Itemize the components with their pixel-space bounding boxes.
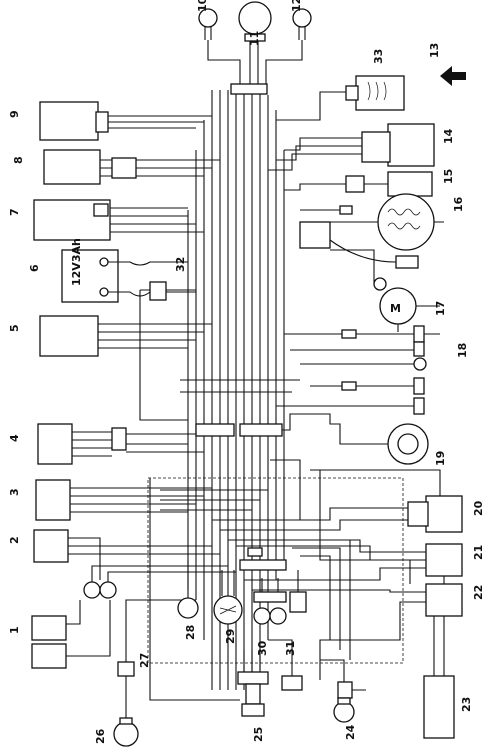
label-30: 30 bbox=[256, 640, 269, 656]
component-15 bbox=[284, 171, 433, 197]
connector-4 bbox=[111, 427, 127, 451]
arrow-13 bbox=[440, 66, 466, 86]
connector-lower bbox=[239, 559, 287, 571]
label-3: 3 bbox=[8, 488, 21, 496]
label-27: 27 bbox=[138, 653, 151, 668]
label-11: 11 bbox=[248, 31, 261, 46]
label-33: 33 bbox=[372, 49, 385, 64]
turn-signal-bulbs-left bbox=[83, 565, 236, 599]
main-harness bbox=[187, 90, 285, 690]
connector-25-side bbox=[268, 639, 303, 691]
label-31: 31 bbox=[284, 641, 297, 656]
label-18: 18 bbox=[456, 343, 469, 358]
label-22: 22 bbox=[472, 585, 485, 600]
label-14: 14 bbox=[442, 128, 455, 144]
component-30 bbox=[253, 578, 287, 625]
component-1 bbox=[31, 600, 111, 669]
lamp-12 bbox=[265, 8, 312, 84]
connector-27 bbox=[117, 599, 196, 700]
label-20: 20 bbox=[472, 500, 485, 516]
label-7: 7 bbox=[8, 208, 21, 216]
component-25 bbox=[237, 650, 269, 717]
lamp-28 bbox=[177, 560, 199, 619]
connector-right-block bbox=[299, 221, 331, 249]
starter-motor-17: M bbox=[330, 249, 440, 332]
component-9 bbox=[39, 101, 212, 141]
lamp-26 bbox=[113, 700, 139, 747]
component-numbers: 10 11 12 13 33 14 15 16 17 18 19 20 21 2… bbox=[8, 0, 485, 744]
resistor-row-3 bbox=[276, 397, 425, 415]
label-9: 9 bbox=[8, 110, 21, 118]
component-32 bbox=[140, 281, 196, 301]
label-1: 1 bbox=[8, 626, 21, 634]
wire-regulator bbox=[329, 239, 397, 263]
label-10: 10 bbox=[196, 0, 209, 12]
component-14 bbox=[268, 123, 435, 171]
component-29 bbox=[213, 570, 243, 625]
label-24: 24 bbox=[344, 724, 357, 740]
horn-19 bbox=[282, 413, 429, 465]
component-20 bbox=[212, 495, 463, 533]
component-18 bbox=[290, 341, 427, 395]
connector-middle-left bbox=[195, 423, 235, 437]
label-19: 19 bbox=[434, 451, 447, 466]
resistor-lower bbox=[247, 547, 263, 557]
label-8: 8 bbox=[12, 156, 25, 164]
connector-middle-right bbox=[239, 423, 283, 437]
label-29: 29 bbox=[224, 629, 237, 644]
label-26: 26 bbox=[94, 728, 107, 744]
component-7 bbox=[33, 199, 204, 241]
label-6: 6 bbox=[28, 264, 41, 272]
label-16: 16 bbox=[452, 196, 465, 212]
cross-wires bbox=[139, 290, 441, 701]
label-32: 32 bbox=[174, 257, 187, 272]
component-8 bbox=[43, 149, 220, 185]
component-4 bbox=[37, 423, 204, 465]
lamp-24 bbox=[320, 659, 366, 723]
resistor-row-1 bbox=[284, 325, 440, 343]
label-5: 5 bbox=[8, 324, 21, 332]
component-31 bbox=[289, 570, 307, 613]
label-4: 4 bbox=[8, 434, 21, 442]
label-17: 17 bbox=[434, 301, 447, 316]
regulator bbox=[395, 255, 419, 269]
label-23: 23 bbox=[460, 697, 473, 712]
alternator-16 bbox=[300, 193, 444, 251]
motor-label: M bbox=[390, 302, 401, 315]
lamp-11-headlight bbox=[238, 1, 272, 84]
component-23 bbox=[423, 560, 455, 739]
component-33 bbox=[276, 75, 405, 121]
component-22 bbox=[252, 583, 463, 680]
component-3 bbox=[35, 479, 212, 521]
component-21 bbox=[228, 539, 463, 581]
battery-label: 12V3Ah bbox=[70, 238, 83, 286]
label-21: 21 bbox=[472, 545, 485, 560]
label-28: 28 bbox=[184, 625, 197, 640]
label-2: 2 bbox=[8, 536, 21, 544]
lamp-10 bbox=[198, 8, 241, 84]
component-5 bbox=[39, 315, 212, 357]
connector-top bbox=[230, 83, 268, 95]
label-13: 13 bbox=[428, 43, 441, 58]
label-15: 15 bbox=[442, 169, 455, 184]
label-25: 25 bbox=[252, 727, 265, 742]
label-12: 12 bbox=[290, 0, 303, 12]
